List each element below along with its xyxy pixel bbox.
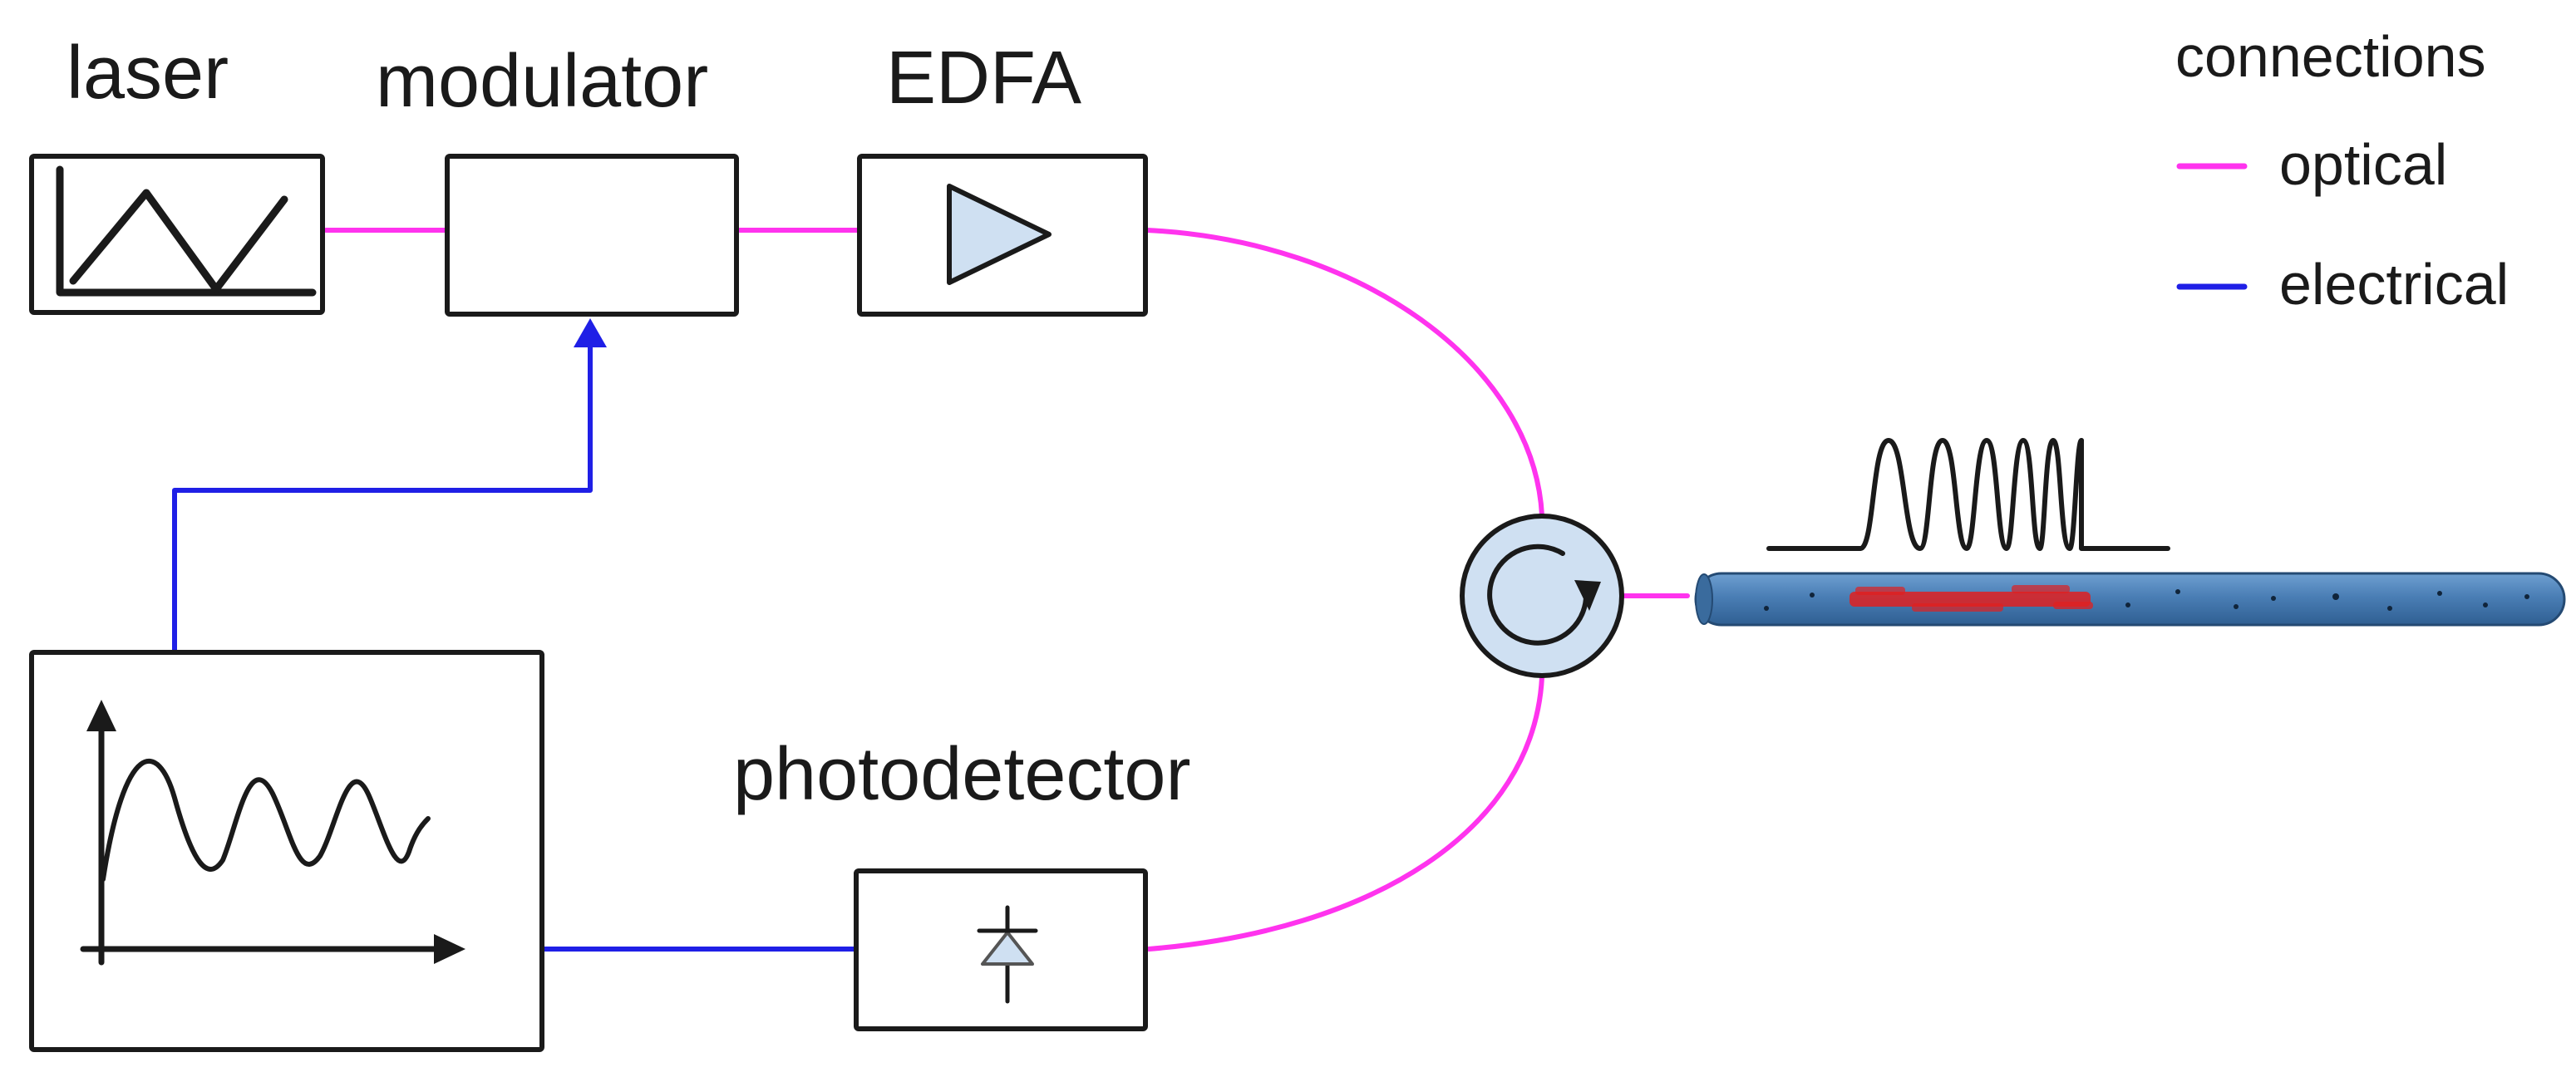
legend-optical-label: optical: [2279, 132, 2447, 197]
legend-electrical-label: electrical: [2279, 252, 2509, 317]
optical-fiber-icon: [1694, 572, 2566, 627]
laser-spectrum-icon: [56, 165, 317, 297]
fiber: [1694, 572, 2566, 627]
modulator-input-arrowhead: [574, 318, 607, 347]
fiber-scatterers: [1764, 589, 2529, 611]
circulator: [1460, 514, 1624, 678]
laser-box: [29, 154, 325, 315]
modulated-pulse-icon: [1766, 438, 2170, 551]
electrical-link-generator-modulator: [172, 338, 593, 655]
edfa-label: EDFA: [886, 37, 1081, 120]
optical-link-edfa-circulator: [1145, 228, 1544, 518]
circulator-icon: [1487, 543, 1601, 646]
optical-connections: [323, 228, 1690, 952]
modulator-box: [445, 154, 739, 317]
sine-wave-icon: [80, 700, 465, 966]
electrical-connections: [172, 318, 859, 952]
laser-label: laser: [66, 32, 229, 115]
photodiode-icon: [977, 905, 1038, 1004]
modulator-label: modulator: [376, 40, 708, 123]
scatter-region: [1849, 585, 2093, 612]
edfa-box: [857, 154, 1148, 317]
amplifier-triangle-icon: [947, 184, 1052, 285]
photodetector-label: photodetector: [733, 733, 1190, 816]
legend: connections optical electrical: [2175, 24, 2509, 317]
photodetector-box: [854, 868, 1148, 1031]
optical-link-circulator-photodetector: [1146, 675, 1544, 952]
function-generator-box: [29, 650, 544, 1052]
legend-title: connections: [2175, 24, 2486, 89]
